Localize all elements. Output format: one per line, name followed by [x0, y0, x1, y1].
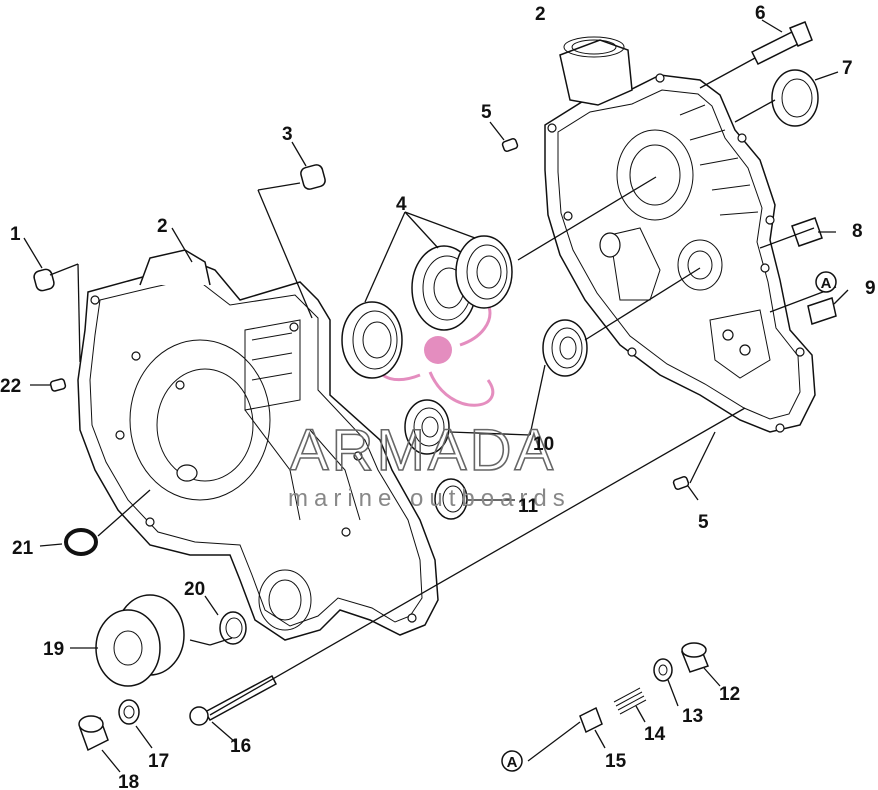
callout-10: 10: [533, 434, 554, 455]
sleeve-8: [791, 217, 823, 247]
bolt-12: [681, 642, 709, 673]
callout-labels: 1 2 2 3 4 5 5 6 7 8 9 10 11 12 13 14 15 …: [0, 3, 876, 790]
callout-21: 21: [12, 538, 34, 559]
callout-6: 6: [755, 3, 766, 24]
callout-15: 15: [605, 751, 627, 772]
callout-13: 13: [682, 706, 703, 727]
callout-3: 3: [282, 124, 293, 145]
dowel-pin-5-bottom: [672, 476, 690, 490]
washer-13: [653, 658, 673, 682]
watermark-brand: ARMADA: [290, 418, 556, 483]
dowel-pin-5-top: [501, 138, 519, 152]
left-crankcase-half: [77, 249, 439, 641]
callout-7: 7: [842, 58, 853, 79]
callout-11: 11: [518, 496, 539, 517]
bearing-11: [434, 478, 468, 520]
filter-cap-19: [95, 594, 185, 687]
callout-22: 22: [0, 376, 21, 397]
callout-4: 4: [396, 194, 407, 215]
callout-17: 17: [148, 751, 169, 772]
callout-5-bottom: 5: [698, 512, 709, 533]
callout-2-right: 2: [535, 4, 546, 25]
callout-19: 19: [43, 639, 64, 660]
oil-seal-7: [771, 69, 819, 127]
spring-14: [613, 687, 647, 715]
bearing-10: [404, 319, 588, 455]
watermark-tagline: marine outboards: [288, 485, 571, 512]
plunger-15: [579, 706, 603, 734]
leader-lines: [23, 19, 849, 773]
callout-20: 20: [184, 579, 205, 600]
oil-seal-20: [219, 611, 247, 645]
callout-2-left: 2: [157, 216, 168, 237]
callout-18: 18: [118, 772, 139, 790]
dowel-pin-22: [49, 378, 67, 392]
right-crankcase-half: [544, 36, 816, 433]
dowel-pin-1: [33, 268, 55, 292]
callout-9: 9: [865, 278, 876, 299]
drain-plug-18: [78, 715, 109, 752]
reference-mark-lower: A: [501, 750, 523, 772]
o-ring-21: [64, 528, 98, 556]
nozzle-9: [807, 297, 837, 325]
callout-5-top: 5: [481, 102, 492, 123]
stud-bolt-16: [189, 674, 277, 726]
callout-1: 1: [10, 224, 21, 245]
callout-12: 12: [719, 684, 740, 705]
bolt-6: [750, 21, 813, 66]
main-bearings: [341, 235, 513, 379]
callout-8: 8: [852, 221, 863, 242]
reference-mark-upper: A: [815, 271, 837, 293]
reference-mark-lower-label: A: [507, 754, 518, 771]
washer-17: [118, 699, 140, 725]
callout-14: 14: [644, 724, 666, 745]
logo-dot: [424, 336, 452, 364]
reference-mark-upper-label: A: [821, 275, 832, 292]
dowel-pin-3: [300, 164, 326, 190]
callout-16: 16: [230, 736, 251, 757]
